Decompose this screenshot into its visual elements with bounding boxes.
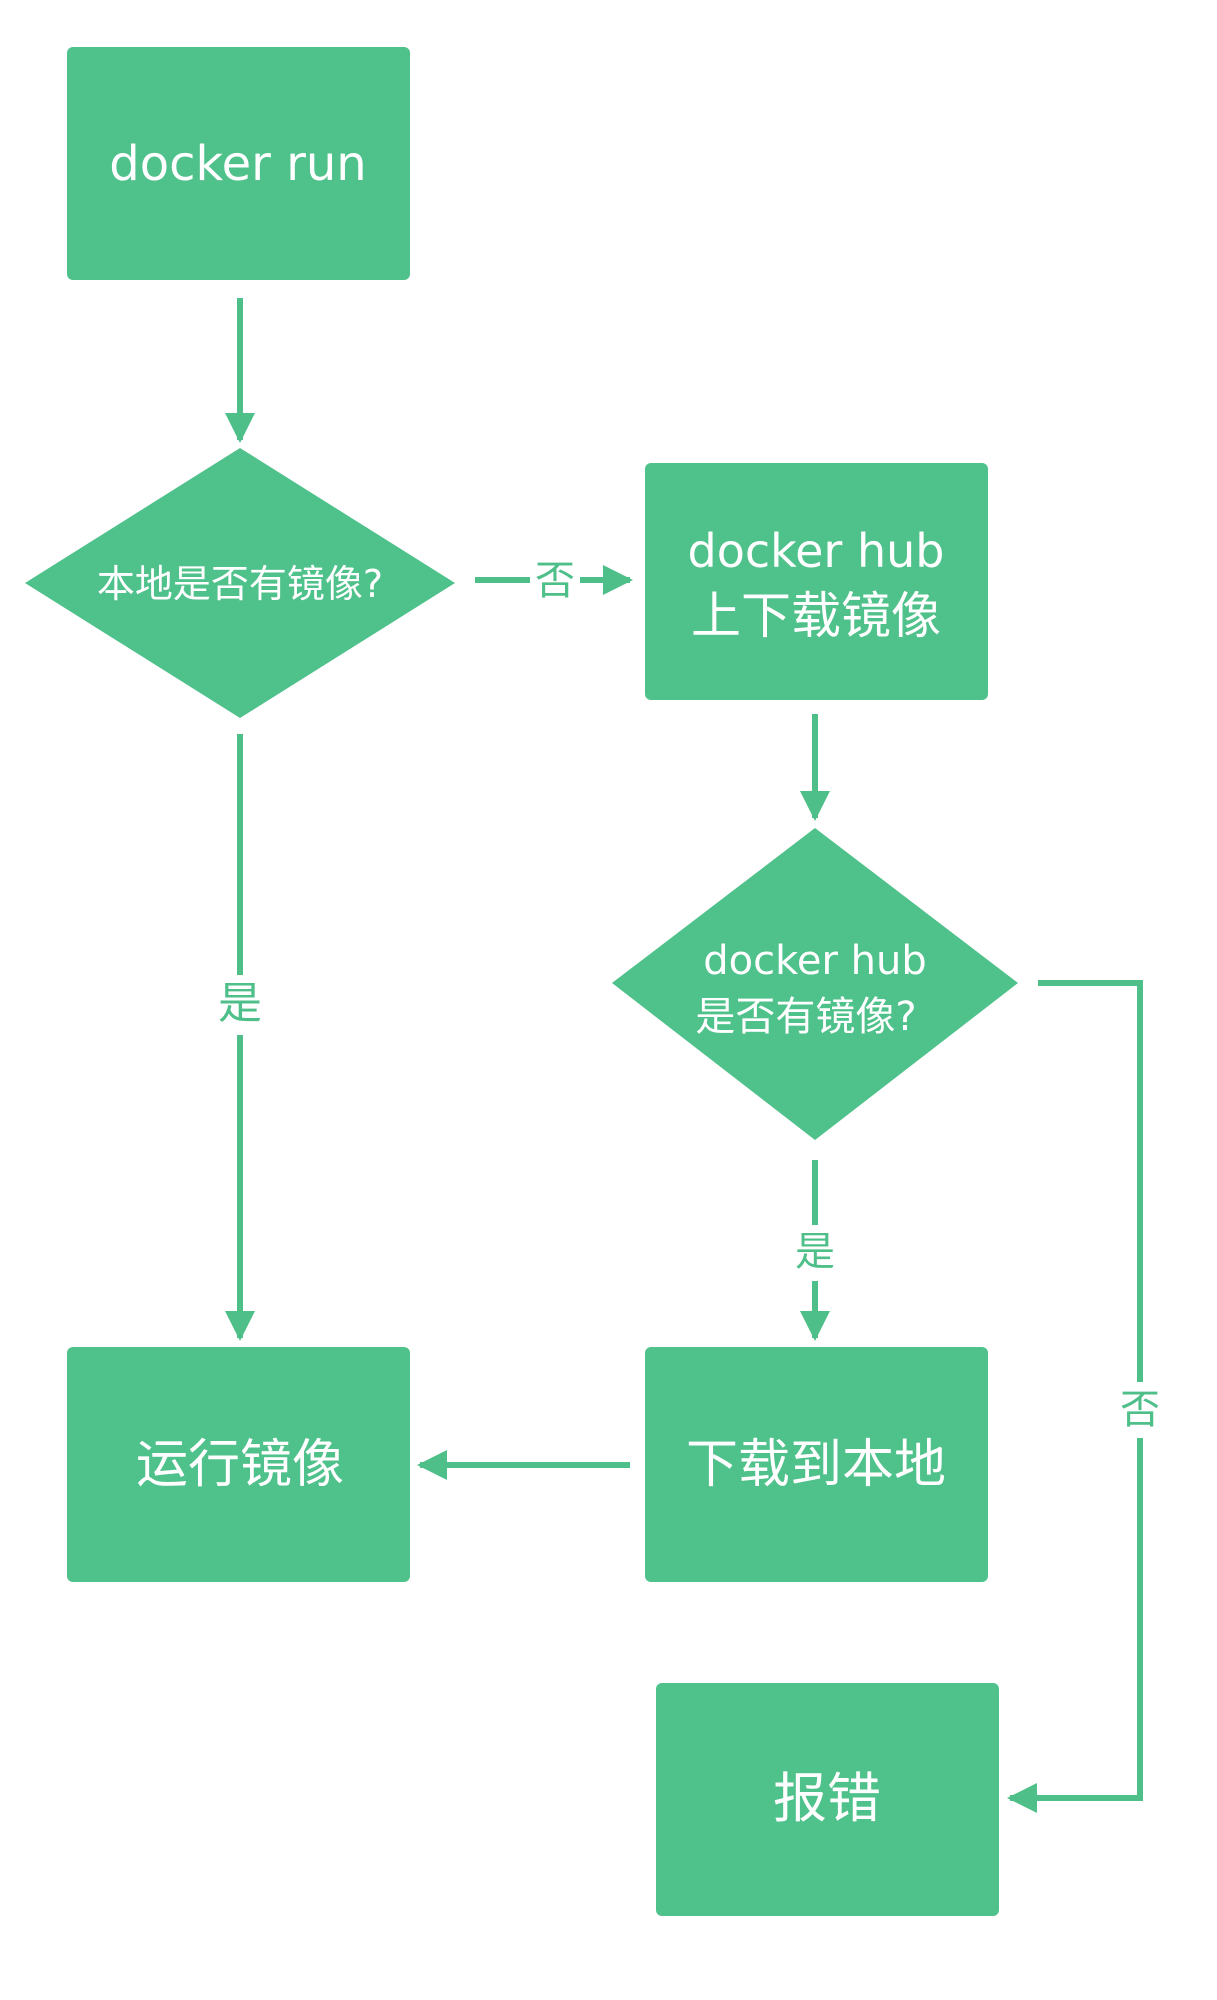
node-local-check: 本地是否有镜像? (25, 448, 455, 718)
node-download-label: 下载到本地 (686, 1435, 946, 1495)
node-hub-check-label-line1: docker hub (703, 938, 926, 984)
edge-labels: 否 是 是 否 (214, 555, 1165, 1438)
edge-label-local-yes: 是 (218, 978, 262, 1029)
edge-label-hub-yes: 是 (795, 1229, 835, 1275)
node-pull: docker hub 上下载镜像 (645, 463, 988, 700)
edge-label-hub-no: 否 (1120, 1387, 1160, 1433)
node-error-label: 报错 (773, 1767, 881, 1830)
node-start: docker run (67, 47, 410, 280)
node-hub-check: docker hub 是否有镜像? (612, 828, 1018, 1140)
node-pull-label-line1: docker hub (688, 524, 945, 578)
node-download: 下载到本地 (645, 1347, 988, 1582)
node-run-image: 运行镜像 (67, 1347, 410, 1582)
node-run-image-label: 运行镜像 (136, 1435, 344, 1495)
node-start-label: docker run (109, 136, 366, 192)
edge-label-local-no: 否 (535, 558, 575, 604)
node-error: 报错 (656, 1683, 999, 1916)
node-hub-check-label-line2: 是否有镜像? (695, 994, 916, 1040)
node-pull-label-line2: 上下载镜像 (691, 587, 941, 645)
node-local-check-label: 本地是否有镜像? (97, 562, 383, 606)
